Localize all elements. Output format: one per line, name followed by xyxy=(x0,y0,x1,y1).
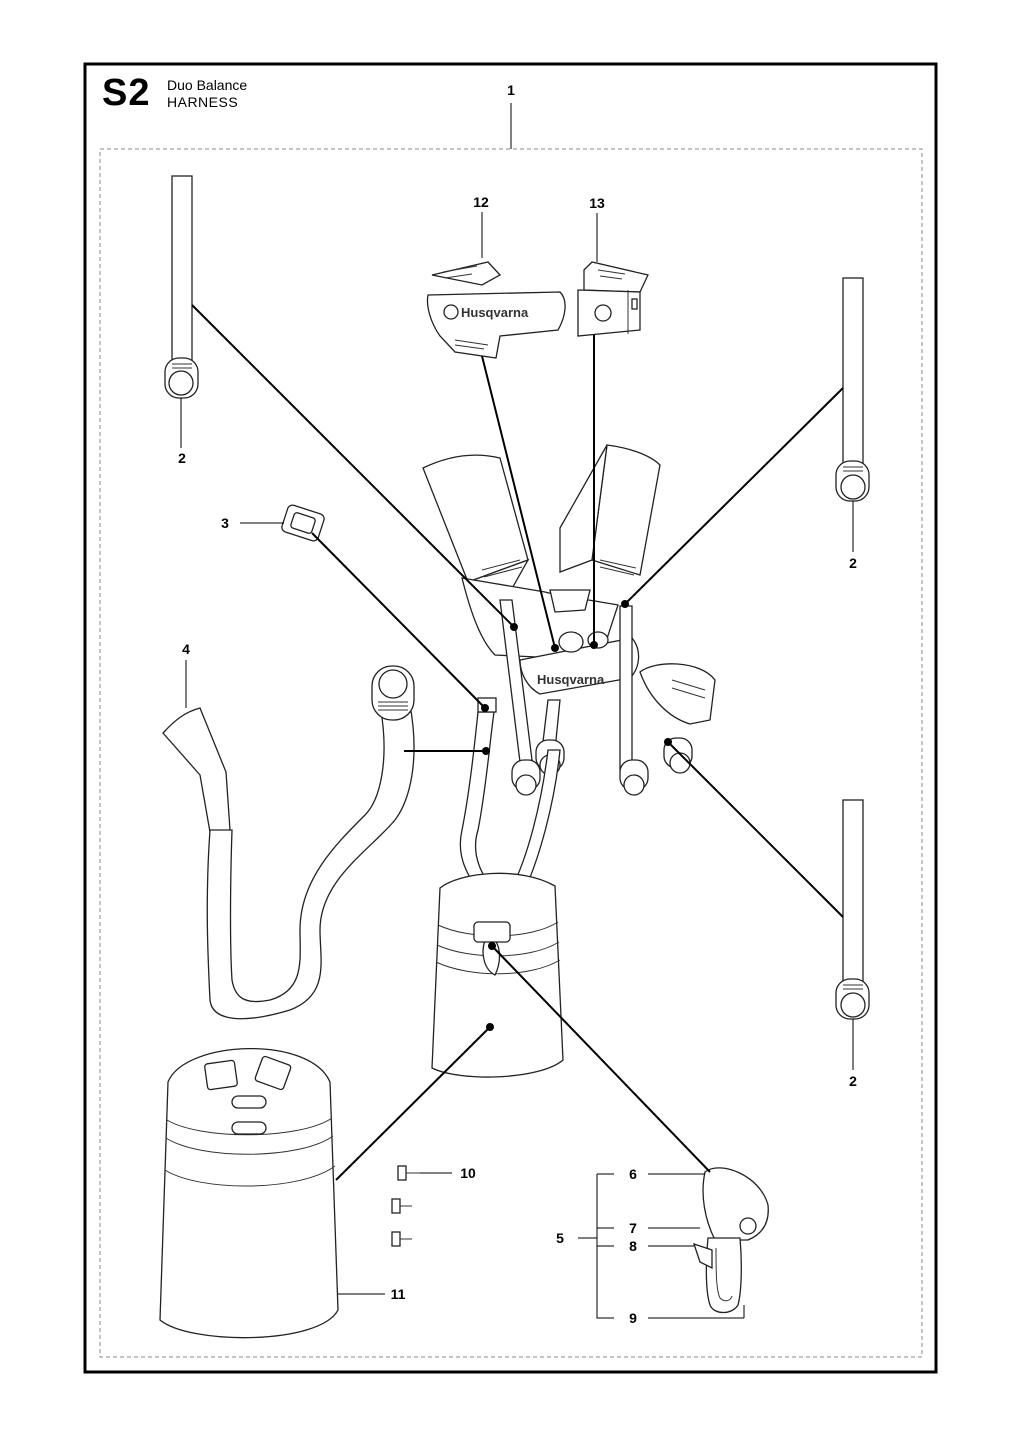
callout-4: 4 xyxy=(182,641,190,657)
part-13-clip xyxy=(577,261,649,337)
callout-9: 9 xyxy=(629,1310,637,1326)
callout-1: 1 xyxy=(507,82,515,98)
callout-2-top-left: 2 xyxy=(178,450,186,466)
leader-lines xyxy=(191,304,844,1181)
hook-assembly-5-9 xyxy=(692,1167,769,1314)
section-title: HARNESS xyxy=(167,94,239,110)
callout-11: 11 xyxy=(391,1286,406,1302)
bag-installed xyxy=(431,872,564,1078)
strap-2-top-left xyxy=(164,175,199,399)
harness-main-assembly: Husqvarna xyxy=(422,444,716,906)
part-10-screws xyxy=(391,1165,420,1247)
husqvarna-logo-main: Husqvarna xyxy=(537,672,605,687)
callout-3: 3 xyxy=(221,515,229,531)
callout-8: 8 xyxy=(629,1238,637,1254)
model-name: Duo Balance xyxy=(167,77,248,93)
callout-2-right-lower: 2 xyxy=(849,1073,857,1089)
callout-13: 13 xyxy=(589,195,605,211)
part-12-shoulder-pad: Husqvarna xyxy=(426,261,566,359)
callout-6: 6 xyxy=(629,1166,637,1182)
husqvarna-logo-12: Husqvarna xyxy=(461,305,529,320)
strap-2-right-lower xyxy=(835,799,870,1020)
part-3-buckle xyxy=(281,504,325,542)
callout-5: 5 xyxy=(556,1230,564,1246)
outer-frame xyxy=(83,62,938,1374)
callout-10: 10 xyxy=(460,1165,476,1181)
callout-12: 12 xyxy=(473,194,489,210)
part-11-bag xyxy=(159,1047,339,1339)
strap-2-right-upper xyxy=(835,277,870,502)
part-4-belt xyxy=(162,665,415,1020)
section-code: S2 xyxy=(102,72,151,114)
callout-7: 7 xyxy=(629,1220,637,1236)
callout-2-right-upper: 2 xyxy=(849,555,857,571)
